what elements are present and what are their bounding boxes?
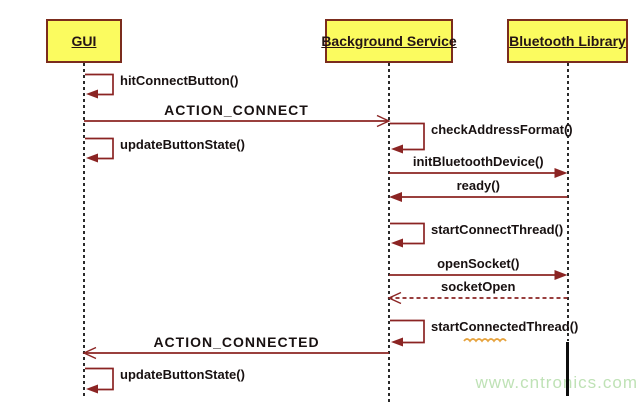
message-label-action-connected: ACTION_CONNECTED bbox=[153, 334, 320, 350]
self-loop-startconnectedthread bbox=[390, 319, 425, 344]
message-label-hitconnectbutton: hitConnectButton() bbox=[120, 73, 239, 88]
message-label-socketopen: socketOpen bbox=[441, 279, 516, 294]
actor-box-bs: Background Service bbox=[321, 19, 457, 63]
self-loop-startconnectthread bbox=[390, 222, 425, 245]
actor-label-gui: GUI bbox=[71, 33, 97, 49]
message-label-checkaddressformat: checkAddressFormat() bbox=[431, 122, 573, 137]
self-arrowhead-updatebuttonstate bbox=[86, 153, 98, 163]
lifeline-bt bbox=[566, 63, 569, 341]
message-label-startconnectthread: startConnectThread() bbox=[431, 222, 564, 237]
self-arrowhead-updatebuttonstate bbox=[86, 384, 98, 394]
lifeline-gui bbox=[83, 63, 85, 397]
actor-label-bs: Background Service bbox=[321, 33, 457, 49]
self-loop-updatebuttonstate bbox=[85, 137, 114, 160]
self-arrowhead-startconnectthread bbox=[391, 238, 403, 248]
message-label-updatebuttonstate: updateButtonState() bbox=[120, 367, 245, 382]
self-arrowhead-checkaddressformat bbox=[391, 144, 403, 154]
self-arrowhead-hitconnectbutton bbox=[86, 89, 98, 99]
actor-label-bt: Bluetooth Library bbox=[509, 33, 626, 49]
message-label-initbluetoothdevice: initBluetoothDevice() bbox=[412, 154, 544, 169]
lifeline-bs bbox=[388, 63, 390, 404]
self-loop-checkaddressformat bbox=[390, 122, 425, 151]
squiggle-underline bbox=[463, 338, 507, 343]
watermark: www.cntronics.com bbox=[475, 373, 638, 392]
message-label-updatebuttonstate: updateButtonState() bbox=[120, 137, 245, 152]
message-label-ready: ready() bbox=[456, 178, 500, 193]
self-loop-updatebuttonstate bbox=[85, 367, 114, 391]
message-label-action-connect: ACTION_CONNECT bbox=[164, 102, 309, 118]
message-label-startconnectedthread: startConnectedThread() bbox=[431, 319, 579, 334]
actor-box-gui: GUI bbox=[46, 19, 122, 63]
self-loop-hitconnectbutton bbox=[85, 73, 114, 96]
actor-box-bt: Bluetooth Library bbox=[507, 19, 628, 63]
message-label-opensocket: openSocket() bbox=[437, 256, 520, 271]
self-arrowhead-startconnectedthread bbox=[391, 337, 403, 347]
